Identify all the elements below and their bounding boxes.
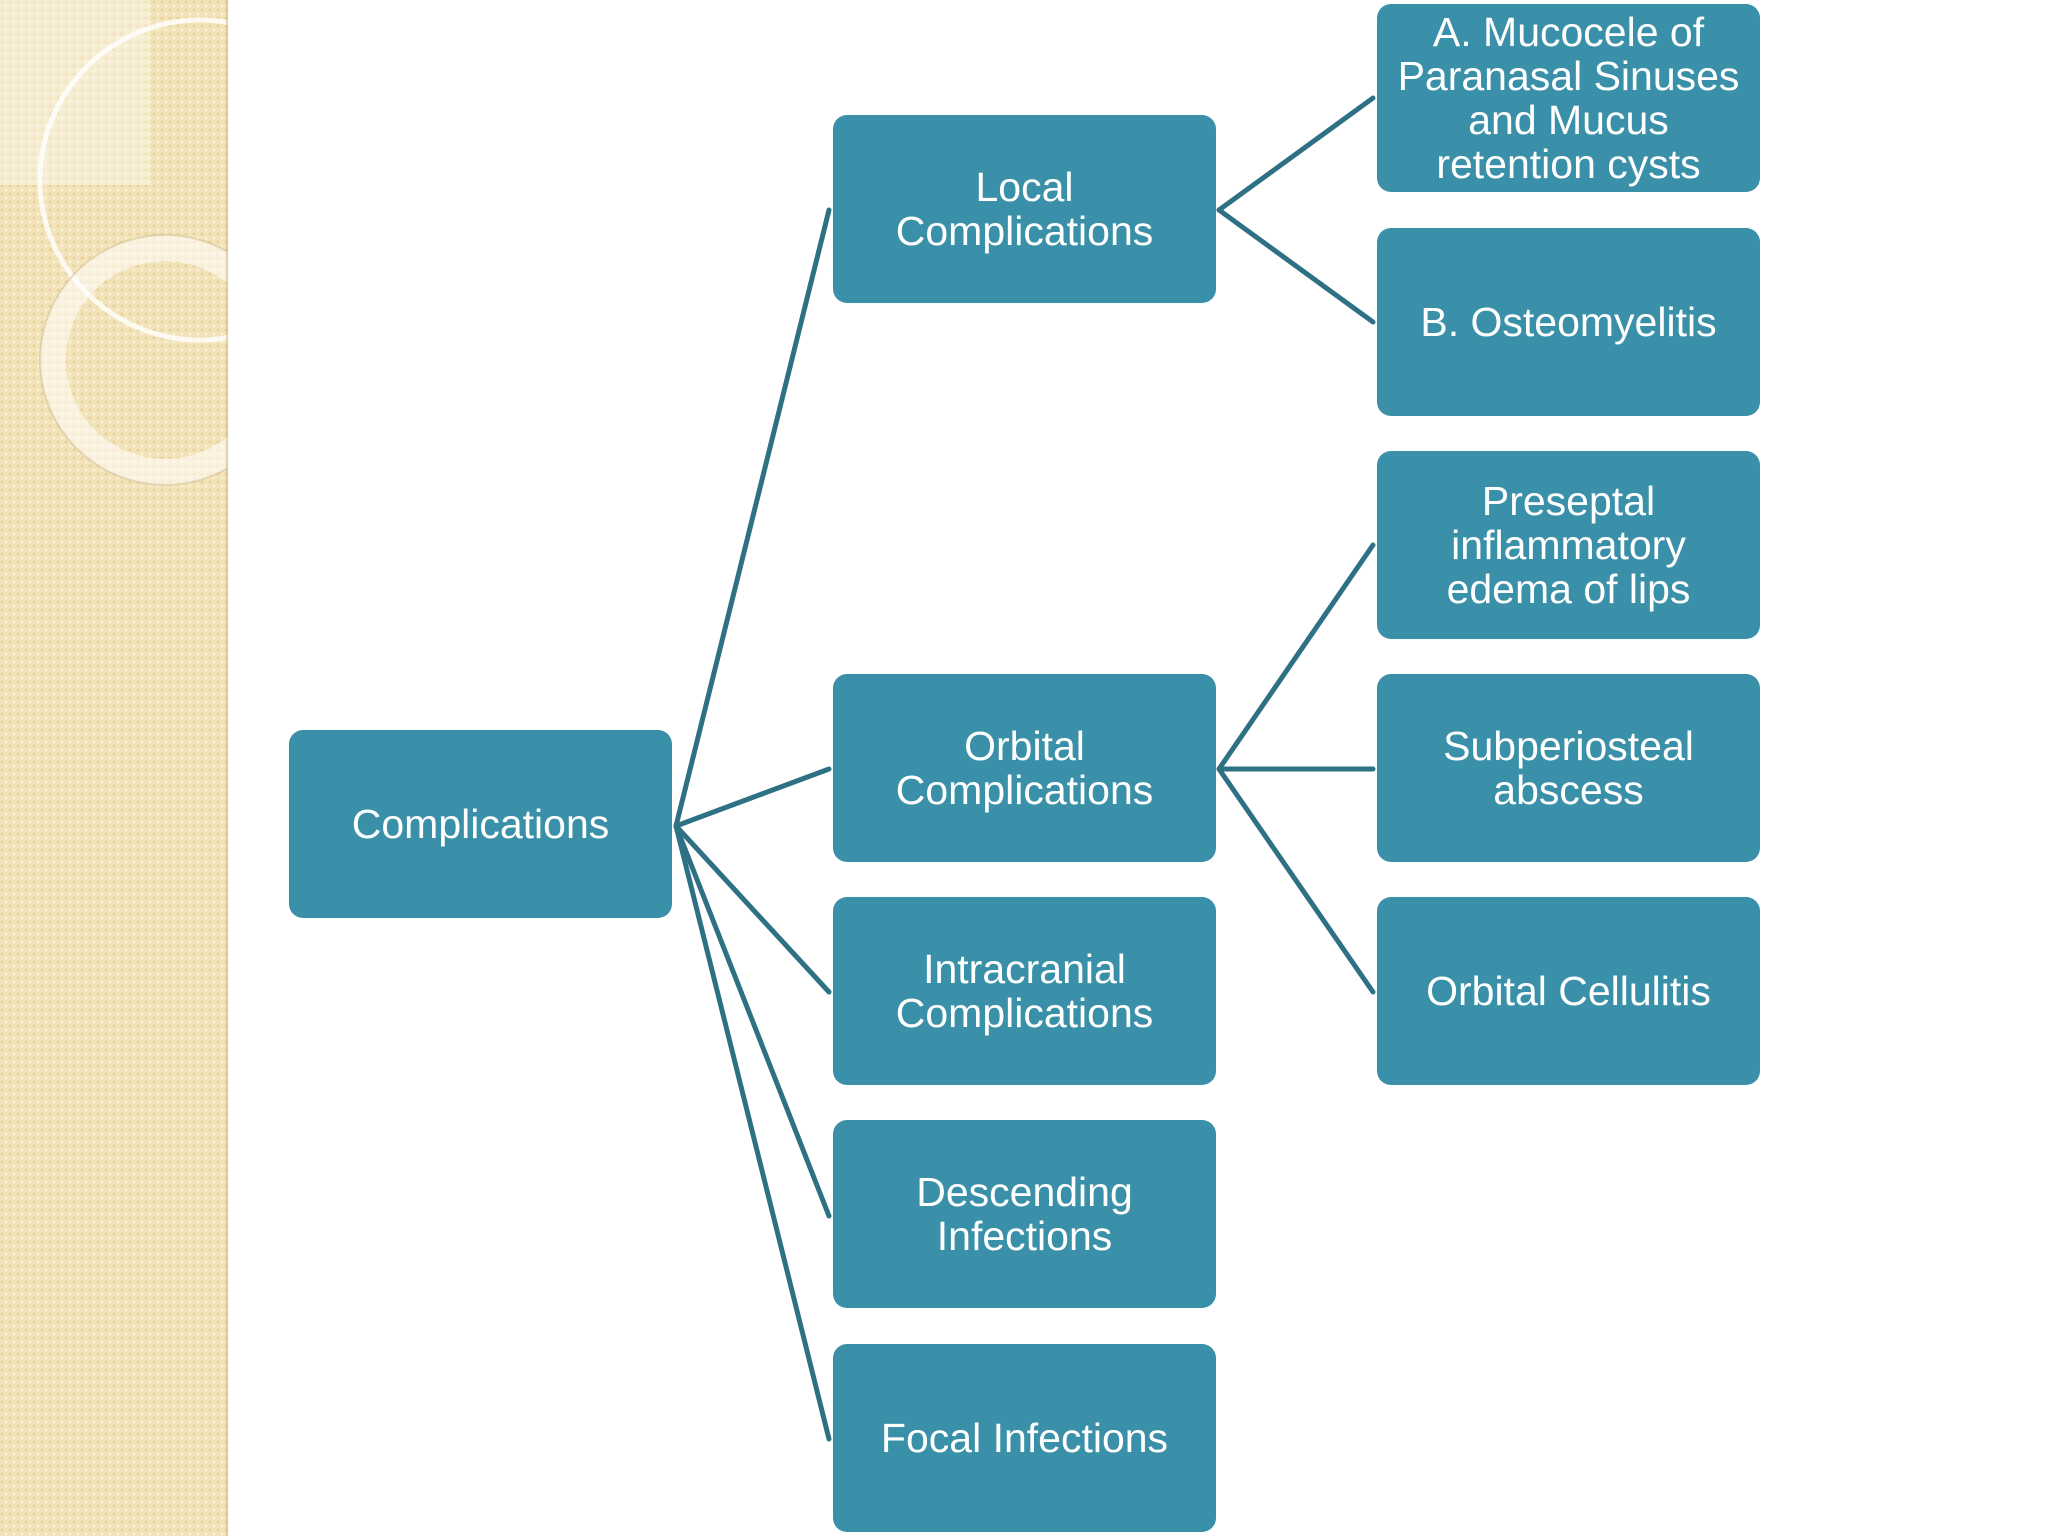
large-ring [37, 17, 228, 343]
node-descending-infections: Descending Infections [833, 1120, 1216, 1308]
connector-root-focal [673, 823, 832, 1442]
node-orbital-cellulitis: Orbital Cellulitis [1377, 897, 1760, 1085]
connector-orbital-cellulitis [1216, 766, 1376, 995]
node-intracranial-complications: Intracranial Complications [833, 897, 1216, 1085]
connector-root-orbital [673, 766, 832, 829]
connector-root-intracranial [673, 823, 832, 995]
connector-root-descending [673, 823, 832, 1219]
node-local-complications: Local Complications [833, 115, 1216, 303]
connector-root-local [673, 207, 832, 829]
thick-ring [40, 235, 228, 485]
node-mucocele: A. Mucocele of Paranasal Sinuses and Muc… [1377, 4, 1760, 192]
node-focal-infections: Focal Infections [833, 1344, 1216, 1532]
node-preseptal-edema: Preseptal inflammatory edema of lips [1377, 451, 1760, 639]
connector-local-osteomyelitis [1216, 207, 1376, 325]
node-complications: Complications [289, 730, 672, 918]
connector-orbital-preseptal [1216, 542, 1376, 772]
decorative-rings [0, 0, 228, 486]
thick-ring-outline [39, 234, 228, 486]
node-osteomyelitis: B. Osteomyelitis [1377, 228, 1760, 416]
decorative-side-band [0, 0, 228, 1536]
node-subperiosteal-abscess: Subperiosteal abscess [1377, 674, 1760, 862]
band-edge [226, 0, 228, 1536]
highlight-panel [0, 0, 150, 185]
node-orbital-complications: Orbital Complications [833, 674, 1216, 862]
connector-local-mucocele [1216, 95, 1376, 213]
